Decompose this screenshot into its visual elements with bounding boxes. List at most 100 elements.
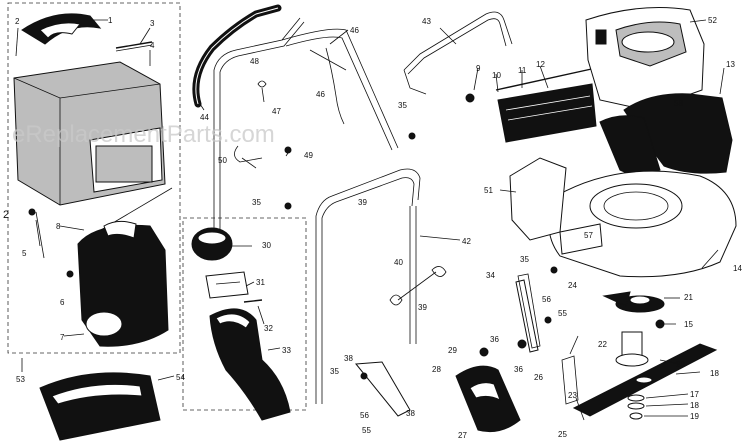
callout-5: 5 (22, 249, 27, 258)
handle-bolt-3-part (408, 132, 416, 140)
callout-37: 37 (58, 430, 67, 439)
side-discharge-group-box (182, 217, 307, 411)
callout-12: 12 (536, 60, 545, 69)
callout-39: 39 (358, 198, 367, 207)
callout-15: 15 (684, 320, 693, 329)
callout-11: 11 (518, 66, 527, 75)
handle-knob-part (389, 266, 447, 306)
control-cable-part (309, 47, 347, 125)
handle-bracket-left-part (355, 361, 411, 417)
callout-35: 35 (330, 367, 339, 376)
discharge-tube-part (209, 308, 291, 421)
callout-38: 38 (406, 409, 415, 418)
callout-47: 47 (272, 107, 281, 116)
callout-44: 44 (200, 113, 209, 122)
drive-pulley-part (602, 291, 665, 313)
bag-frame-rod-part (115, 41, 153, 52)
callout-10: 10 (492, 71, 501, 80)
callout-36: 36 (490, 335, 499, 344)
callout-40: 40 (394, 258, 403, 267)
callout-29: 29 (448, 346, 457, 355)
mulch-bag-part (77, 220, 169, 347)
callout-48: 48 (250, 57, 259, 66)
callout-54: 54 (176, 373, 185, 382)
handle-bail-part (403, 11, 513, 95)
flange-nut-part (479, 347, 489, 357)
callout-55: 55 (362, 426, 371, 435)
callout-32: 32 (264, 324, 273, 333)
deck-baffle-part (559, 223, 603, 255)
callout-21: 21 (684, 293, 693, 302)
callout-3: 3 (150, 19, 155, 28)
side-discharge-chute-part (191, 227, 233, 261)
rear-pivot-part (561, 355, 585, 421)
callout-55: 55 (558, 309, 567, 318)
callout-30: 30 (262, 241, 271, 250)
callout-35: 35 (520, 255, 529, 264)
spring-part (544, 316, 552, 324)
bag-cover-part (21, 13, 102, 45)
callout-31: 31 (256, 278, 265, 287)
callout-46: 46 (350, 26, 359, 35)
callout-24: 24 (568, 281, 577, 290)
callout-19: 19 (690, 412, 699, 421)
callout-13: 13 (726, 60, 735, 69)
callout-1: 1 (108, 16, 113, 25)
height-adjuster-part (517, 273, 541, 349)
callout-33: 33 (282, 346, 291, 355)
callout-34: 34 (486, 271, 495, 280)
callout-7: 7 (60, 333, 65, 342)
cable-clip-part (257, 80, 267, 103)
bag-bolt-part (28, 208, 36, 216)
callout-36: 36 (514, 365, 523, 374)
callout-50: 50 (218, 156, 227, 165)
callout-49: 49 (304, 151, 313, 160)
callout-53: 53 (16, 375, 25, 384)
callout-8: 8 (56, 222, 61, 231)
callout-17: 17 (690, 390, 699, 399)
lower-handle-part (315, 168, 421, 404)
handle-grip-part (192, 4, 282, 108)
grass-bag-part (13, 61, 166, 206)
bag-screw-part (66, 270, 74, 278)
rear-flap-part (497, 83, 597, 143)
callout-52: 52 (708, 16, 717, 25)
callout-46: 46 (316, 90, 325, 99)
grass-bag-group-box (7, 2, 181, 354)
callout-4: 4 (150, 41, 155, 50)
deflector-pin-part (243, 299, 263, 303)
watermark: eReplacementParts.com (12, 121, 275, 148)
callout-42: 42 (462, 237, 471, 246)
handle-bolt-2-part (284, 202, 292, 210)
callout-57: 57 (584, 231, 593, 240)
callout-56: 56 (360, 411, 369, 420)
callout-51: 51 (484, 186, 493, 195)
callout-18: 18 (690, 401, 699, 410)
blade-part (572, 343, 718, 417)
handle-bolt-4-part (550, 266, 558, 274)
callout-labels: 1 2 2 3 4 5 6 7 8 9 10 11 12 13 14 15 17… (3, 16, 742, 440)
blade-adapter-part (615, 331, 649, 367)
handle-bracket-right-part (515, 279, 539, 353)
callout-27: 27 (458, 431, 467, 440)
handle-bolt-1-part (360, 372, 368, 380)
callout-25: 25 (558, 430, 567, 439)
callout-35: 35 (252, 198, 261, 207)
callout-39: 39 (418, 303, 427, 312)
leader-lines (15, 19, 725, 417)
callout-9: 9 (476, 64, 481, 73)
callout-18: 18 (710, 369, 719, 378)
callout-20: 20 (676, 360, 685, 369)
callout-26: 26 (534, 373, 543, 382)
rear-axle-part (465, 67, 597, 103)
callout-35: 35 (398, 101, 407, 110)
callout-56: 56 (542, 295, 551, 304)
callout-2: 2 (3, 209, 9, 221)
callout-38: 38 (344, 354, 353, 363)
callout-6: 6 (60, 298, 65, 307)
callout-14: 14 (733, 264, 742, 273)
mower-deck-part (509, 157, 737, 278)
callout-2: 2 (15, 17, 20, 26)
callout-58: 58 (674, 99, 683, 108)
